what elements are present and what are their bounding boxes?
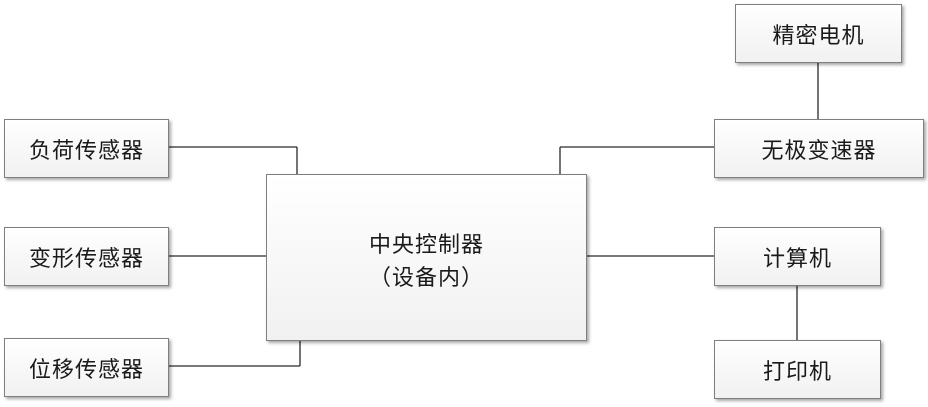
precision-motor-label: 精密电机 [772, 23, 865, 49]
deformation-sensor-node: 变形传感器 [4, 227, 169, 286]
central-controller-node: 中央控制器 （设备内） [266, 174, 587, 341]
computer-node: 计算机 [714, 227, 881, 286]
computer-label: 计算机 [762, 246, 832, 272]
precision-motor-node: 精密电机 [735, 4, 902, 63]
load-sensor-label: 负荷传感器 [28, 138, 144, 164]
displacement-sensor-label: 位移传感器 [28, 357, 144, 383]
printer-node: 打印机 [714, 340, 881, 399]
central-controller-sublabel: （设备内） [368, 266, 484, 291]
cvt-node: 无极变速器 [714, 119, 924, 178]
displacement-sensor-node: 位移传感器 [4, 338, 169, 397]
deformation-sensor-label: 变形传感器 [28, 246, 144, 272]
central-controller-label: 中央控制器 [368, 233, 484, 258]
cvt-label: 无极变速器 [761, 138, 877, 164]
load-sensor-node: 负荷传感器 [4, 119, 169, 178]
printer-label: 打印机 [762, 359, 832, 385]
